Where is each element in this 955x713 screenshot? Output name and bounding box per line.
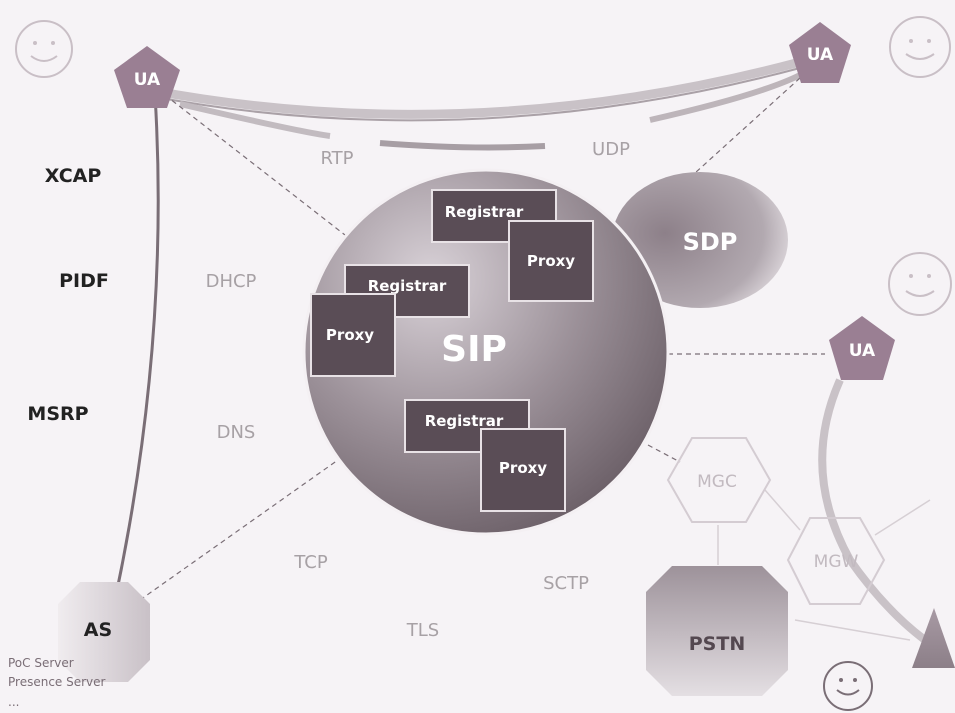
registrar-label: Registrar	[425, 412, 504, 430]
proxy-box	[508, 220, 594, 302]
proxy-label: Proxy	[326, 326, 374, 344]
proxy-label: Proxy	[527, 252, 575, 270]
as-example-3: ...	[8, 695, 19, 709]
ua-as-line	[113, 94, 160, 601]
mgc-label: MGC	[697, 472, 737, 492]
mgc-node: MGC	[666, 437, 772, 523]
user-agent-right: UA	[829, 316, 895, 380]
registrar-label: Registrar	[368, 277, 447, 295]
protocol-pidf: PIDF	[59, 270, 109, 292]
pstn-label: PSTN	[689, 633, 745, 655]
as-examples: PoC Server Presence Server ...	[8, 656, 106, 709]
user-smiley-top-left	[15, 20, 73, 78]
protocol-dns: DNS	[217, 422, 256, 443]
registrar-proxy-pair-2: Registrar Proxy	[310, 264, 470, 377]
as-label: AS	[84, 619, 112, 641]
as-example-1: PoC Server	[8, 656, 74, 670]
as-example-2: Presence Server	[8, 675, 106, 689]
media-path-arc	[149, 57, 802, 151]
sdp-label: SDP	[683, 228, 738, 256]
ua-pentagon-shape	[114, 46, 180, 108]
registrar-proxy-pair-3: Registrar Proxy	[404, 399, 566, 512]
user-smiley-bottom	[823, 661, 873, 711]
pstn-node: PSTN	[646, 566, 788, 696]
terminal-triangle	[912, 608, 955, 668]
protocol-rtp: RTP	[320, 148, 353, 169]
protocol-dhcp: DHCP	[206, 271, 257, 292]
ua-pentagon-shape	[829, 316, 895, 380]
registrar-label: Registrar	[445, 203, 524, 221]
proxy-label: Proxy	[499, 459, 547, 477]
protocol-xcap: XCAP	[45, 165, 102, 187]
signaling-lines	[139, 77, 825, 601]
mgw-node: MGW	[786, 517, 886, 605]
pstn-links	[717, 489, 931, 641]
protocol-tls: TLS	[406, 620, 439, 641]
ua-label: UA	[849, 341, 876, 361]
protocol-tcp: TCP	[293, 552, 328, 573]
protocol-msrp: MSRP	[27, 403, 88, 425]
registrar-proxy-pair-1: Registrar Proxy	[431, 189, 594, 302]
mgw-label: MGW	[814, 552, 859, 572]
protocol-sctp: SCTP	[543, 573, 589, 594]
ua-pentagon-shape	[789, 22, 851, 83]
user-agent-top-right: UA	[789, 22, 851, 83]
sip-label: SIP	[441, 329, 507, 370]
ua-gateway-arc	[818, 378, 928, 644]
user-smiley-right	[888, 252, 952, 316]
ua-label: UA	[134, 70, 161, 90]
proxy-box	[310, 293, 396, 377]
transport-protocols: DHCP DNS RTP UDP TCP TLS SCTP	[206, 139, 631, 641]
proxy-box	[480, 428, 566, 512]
ua-label: UA	[807, 45, 834, 65]
protocol-udp: UDP	[592, 139, 630, 160]
sdp-bubble	[612, 172, 788, 308]
left-protocols: XCAP PIDF MSRP	[27, 165, 108, 425]
user-smiley-top-right	[889, 16, 951, 78]
application-server-node: AS	[58, 582, 150, 682]
user-agent-top-left: UA	[114, 46, 180, 108]
